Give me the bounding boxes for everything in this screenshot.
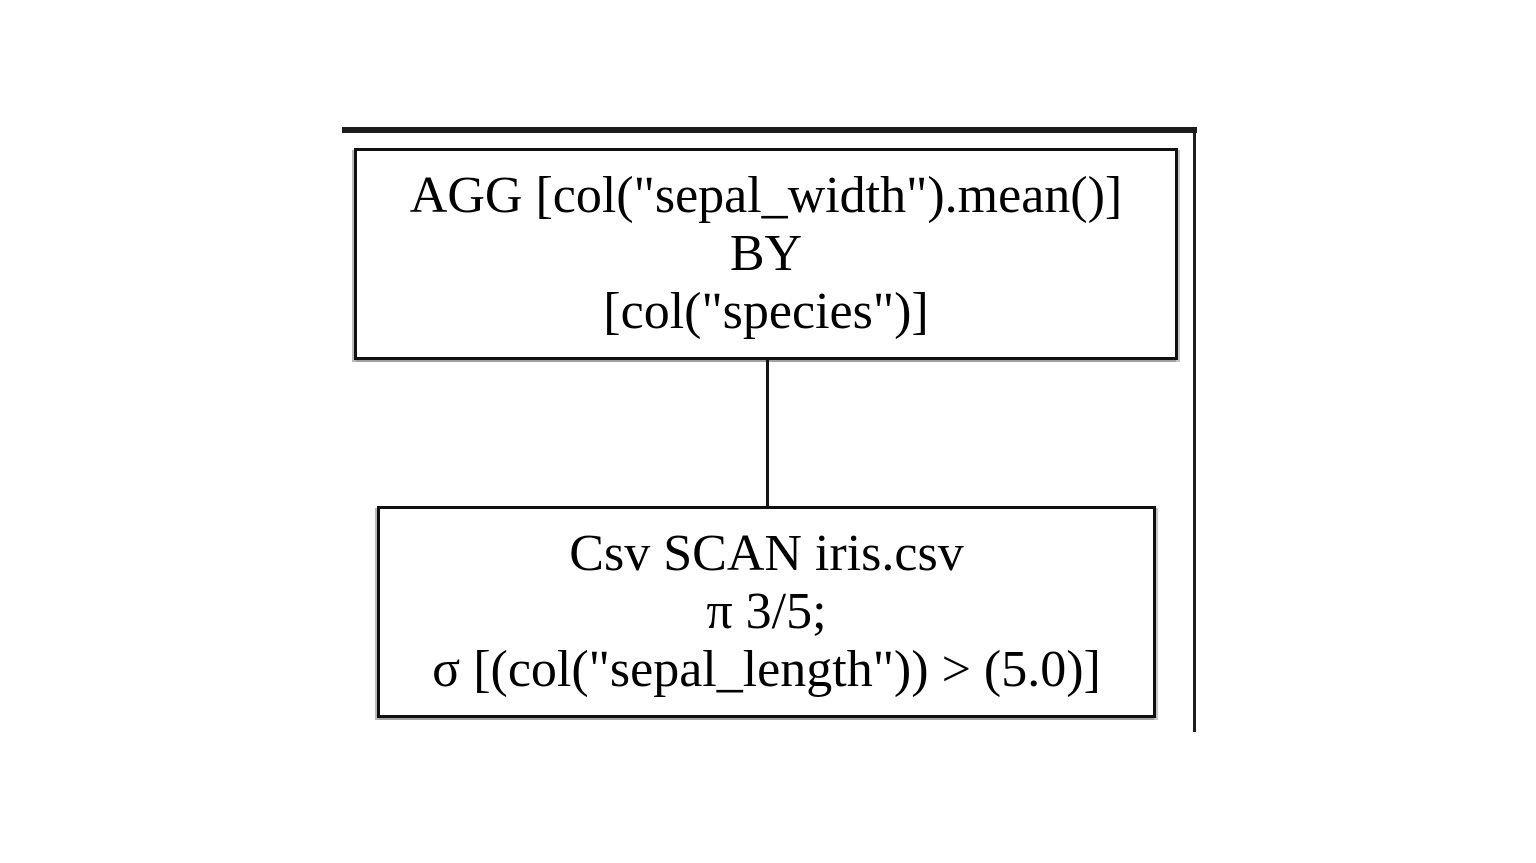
frame-top-rule xyxy=(342,127,1197,133)
plan-node-agg: AGG [col("sepal_width").mean()] BY [col(… xyxy=(354,148,1178,360)
scan-projection-label: π 3/5; xyxy=(706,583,827,640)
scan-selection-predicate: σ [(col("sepal_length")) > (5.0)] xyxy=(432,641,1101,698)
agg-aggregation-expression: AGG [col("sepal_width").mean()] xyxy=(409,167,1123,224)
scan-source-label: Csv SCAN iris.csv xyxy=(569,525,964,582)
agg-by-keyword: BY xyxy=(729,225,803,282)
agg-group-keys: [col("species")] xyxy=(603,283,929,340)
frame-right-rule xyxy=(1193,127,1196,732)
edge-agg-to-csv-scan xyxy=(766,360,769,506)
plan-node-csv-scan: Csv SCAN iris.csv π 3/5; σ [(col("sepal_… xyxy=(377,506,1156,718)
